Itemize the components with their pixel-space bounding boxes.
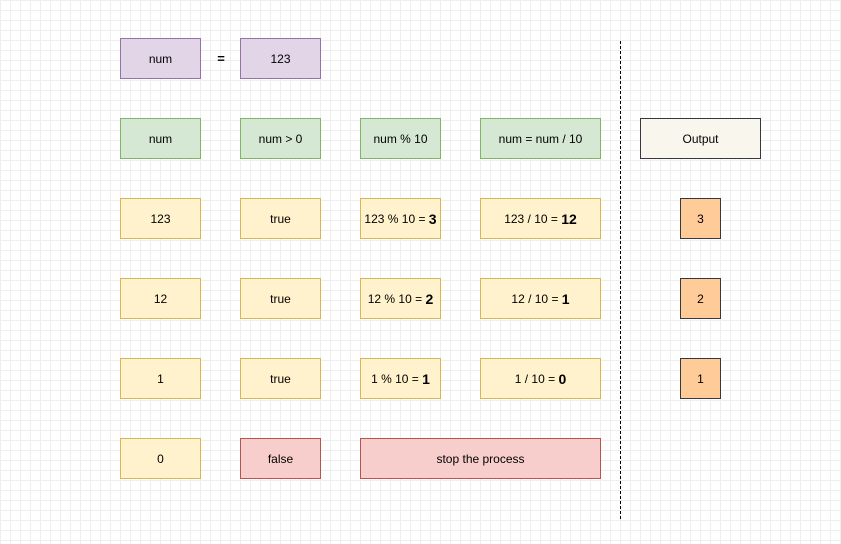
row-2-condition-label: true <box>270 291 291 306</box>
row-2-div-expr: 12 / 10 = <box>511 291 562 306</box>
row-3-mod: 1 % 10 = 1 <box>360 358 441 399</box>
final-row-condition: false <box>240 438 321 479</box>
row-2-div: 12 / 10 = 1 <box>480 278 601 319</box>
row-2-div-result: 1 <box>561 290 570 307</box>
row-3-div-expr: 1 / 10 = <box>514 371 559 386</box>
row-2-output-label: 2 <box>697 291 704 306</box>
row-3-div: 1 / 10 = 0 <box>480 358 601 399</box>
row-1-num: 123 <box>120 198 201 239</box>
output-divider-line <box>620 41 621 519</box>
row-1-num-label: 123 <box>150 211 171 226</box>
column-header-mod: num % 10 <box>360 118 441 159</box>
row-1-div-expr: 123 / 10 = <box>504 211 562 226</box>
row-1-condition-label: true <box>270 211 291 226</box>
column-header-condition: num > 0 <box>240 118 321 159</box>
column-header-output-label: Output <box>682 131 719 146</box>
column-header-num: num <box>120 118 201 159</box>
row-2-num-label: 12 <box>153 291 168 306</box>
row-1-output: 3 <box>680 198 721 239</box>
row-3-output: 1 <box>680 358 721 399</box>
final-row-condition-label: false <box>267 451 294 466</box>
row-2-mod: 12 % 10 = 2 <box>360 278 441 319</box>
row-3-mod-result: 1 <box>422 370 430 387</box>
equals-sign: = <box>217 51 225 66</box>
row-1-condition: true <box>240 198 321 239</box>
row-1-mod: 123 % 10 = 3 <box>360 198 441 239</box>
column-header-div-label: num = num / 10 <box>498 131 583 146</box>
variable-name-label: num <box>148 51 173 66</box>
column-header-mod-label: num % 10 <box>373 131 428 146</box>
stop-process-box: stop the process <box>360 438 601 479</box>
column-header-output: Output <box>640 118 761 159</box>
row-1-mod-expr: 123 % 10 = <box>364 211 429 226</box>
stop-process-label: stop the process <box>436 451 525 466</box>
variable-name-box: num <box>120 38 201 79</box>
row-2-num: 12 <box>120 278 201 319</box>
row-2-condition: true <box>240 278 321 319</box>
row-3-num: 1 <box>120 358 201 399</box>
column-header-num-label: num <box>148 131 173 146</box>
row-3-output-label: 1 <box>697 371 704 386</box>
row-1-output-label: 3 <box>697 211 704 226</box>
row-3-mod-expr: 1 % 10 = <box>371 371 423 386</box>
final-row-num: 0 <box>120 438 201 479</box>
row-3-condition: true <box>240 358 321 399</box>
column-header-div: num = num / 10 <box>480 118 601 159</box>
row-2-output: 2 <box>680 278 721 319</box>
row-2-mod-result: 2 <box>425 290 434 307</box>
final-row-num-label: 0 <box>157 451 164 466</box>
variable-value-label: 123 <box>270 51 291 66</box>
row-3-div-result: 0 <box>558 370 567 387</box>
row-1-mod-result: 3 <box>428 210 437 227</box>
row-3-condition-label: true <box>270 371 291 386</box>
row-1-div-result: 12 <box>561 210 577 227</box>
row-3-num-label: 1 <box>157 371 164 386</box>
row-1-div: 123 / 10 = 12 <box>480 198 601 239</box>
row-2-mod-expr: 12 % 10 = <box>367 291 426 306</box>
variable-value-box: 123 <box>240 38 321 79</box>
column-header-condition-label: num > 0 <box>258 131 303 146</box>
